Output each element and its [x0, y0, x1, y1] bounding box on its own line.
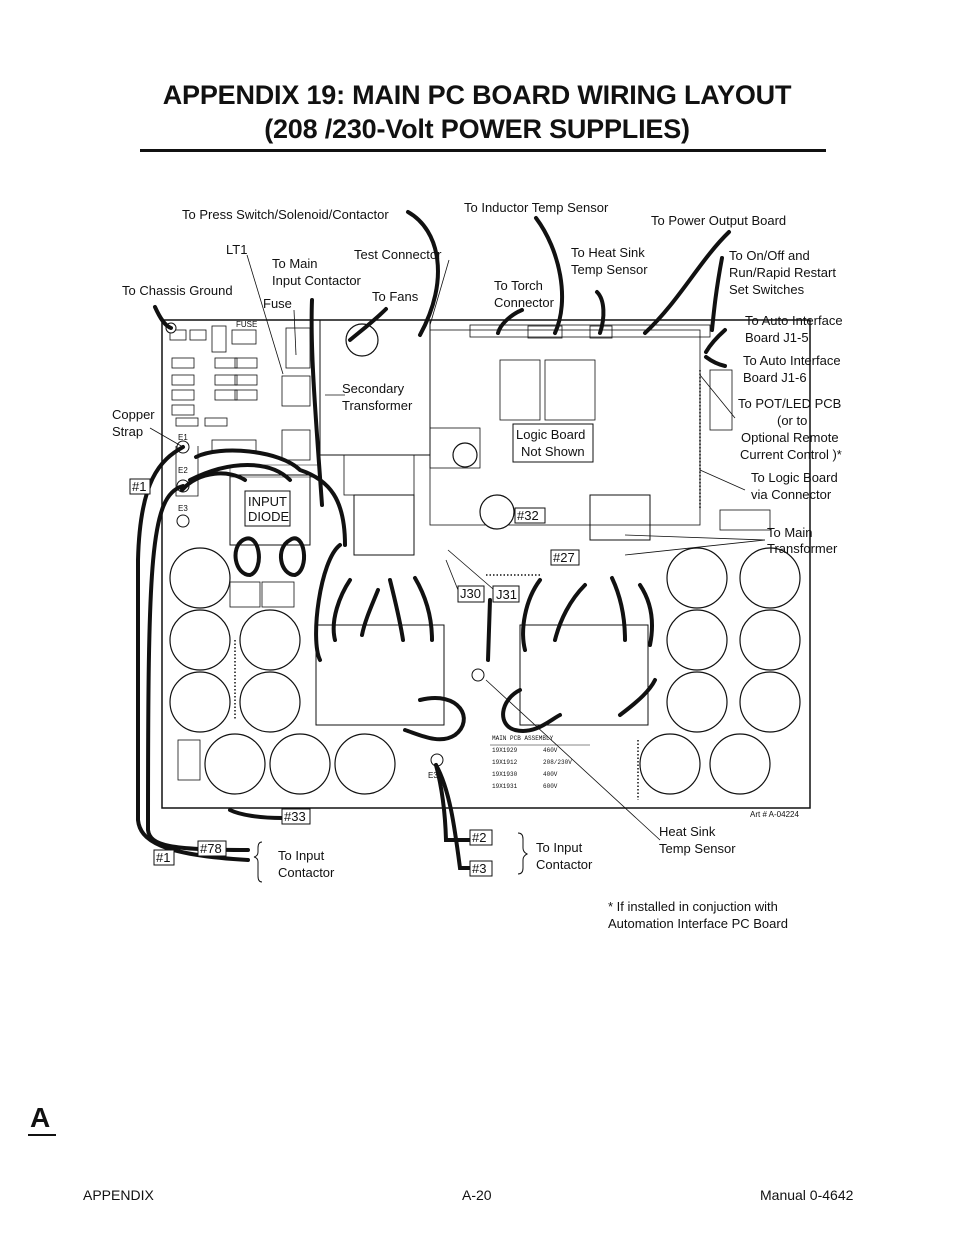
section-tab-letter: A — [30, 1102, 51, 1133]
label-auto-j15-2: Board J1-5 — [745, 330, 809, 345]
assembly-row-1-part: 19X1929 — [492, 747, 518, 754]
label-secondary-1: Secondary — [342, 381, 405, 396]
assembly-table: MAIN PCB ASSEMBLY 19X1929 460V 19X1912 2… — [490, 735, 590, 790]
label-main-contactor-2: Input Contactor — [272, 273, 362, 288]
label-hs-sensor-2: Temp Sensor — [659, 841, 736, 856]
label-input-contactor-left-2: Contactor — [278, 865, 335, 880]
input-diode-box — [244, 490, 291, 527]
assembly-row-4-volt: 600V — [543, 783, 558, 790]
page-title-line-1: APPENDIX 19: MAIN PC BOARD WIRING LAYOUT — [162, 80, 792, 110]
label-logic-conn-2: via Connector — [751, 487, 832, 502]
label-auto-j16-1: To Auto Interface — [743, 353, 841, 368]
assembly-row-2-volt: 208/230V — [543, 759, 572, 766]
assembly-row-3-part: 19X1930 — [492, 771, 518, 778]
label-main-contactor-1: To Main — [272, 256, 318, 271]
wire-78-box — [197, 840, 227, 857]
wire-1a-box — [129, 478, 151, 495]
label-pot-2: (or to — [777, 413, 807, 428]
label-input-contactor-left-1: To Input — [278, 848, 325, 863]
label-onoff-1: To On/Off and — [729, 248, 810, 263]
section-tab-underline — [28, 1134, 56, 1136]
label-logic-board-1: Logic Board — [516, 427, 585, 442]
label-wire-1a: #1 — [132, 479, 146, 494]
assembly-row-1-volt: 460V — [543, 747, 558, 754]
wire-27-box — [550, 549, 580, 566]
logic-board-box — [512, 423, 594, 463]
title-rule — [140, 149, 826, 152]
label-input-diode-2: DIODE — [248, 509, 290, 524]
label-inductor-temp: To Inductor Temp Sensor — [464, 200, 609, 215]
label-wire-1b: #1 — [156, 850, 170, 865]
mark-e1: E1 — [178, 433, 188, 442]
label-wire-32: #32 — [517, 508, 539, 523]
label-press-switch: To Press Switch/Solenoid/Contactor — [182, 207, 389, 222]
wire-32-box — [514, 507, 546, 524]
mark-fuse: FUSE — [236, 320, 257, 329]
wire-2-box — [469, 829, 493, 846]
assembly-row-4-part: 19X1931 — [492, 783, 518, 790]
assembly-row-3-volt: 400V — [543, 771, 558, 778]
label-torch-1: To Torch — [494, 278, 543, 293]
label-logic-board-2: Not Shown — [521, 444, 585, 459]
label-onoff-2: Run/Rapid Restart — [729, 265, 836, 280]
label-power-output: To Power Output Board — [651, 213, 786, 228]
label-wire-78: #78 — [200, 841, 222, 856]
footer-manual-number: Manual 0-4642 — [760, 1187, 854, 1203]
label-input-diode-1: INPUT — [248, 494, 287, 509]
igbt-module-right — [519, 624, 649, 726]
label-auto-j15-1: To Auto Interface — [745, 313, 843, 328]
label-chassis-ground: To Chassis Ground — [122, 283, 233, 298]
label-wire-33: #33 — [284, 809, 306, 824]
label-wire-3: #3 — [472, 861, 486, 876]
label-pot-4: Current Control )* — [740, 447, 842, 462]
wire-3-box — [469, 860, 493, 877]
label-main-xfmr-2: Transformer — [767, 541, 838, 556]
mark-e3: E3 — [178, 504, 188, 513]
input-diode-block — [229, 474, 311, 546]
mark-e33: E33 — [428, 771, 443, 780]
igbt-module-left — [315, 624, 445, 726]
label-j30: J30 — [460, 586, 481, 601]
label-copper-1: Copper — [112, 407, 155, 422]
footer-page-number: A-20 — [462, 1187, 492, 1203]
label-heat-sink-1: To Heat Sink — [571, 245, 645, 260]
label-hs-sensor-1: Heat Sink — [659, 824, 716, 839]
label-pot-3: Optional Remote — [741, 430, 839, 445]
j31-box — [492, 585, 520, 603]
label-secondary-2: Transformer — [342, 398, 413, 413]
label-auto-j16-2: Board J1-6 — [743, 370, 807, 385]
label-input-contactor-right-1: To Input — [536, 840, 583, 855]
label-torch-2: Connector — [494, 295, 555, 310]
label-fans: To Fans — [372, 289, 419, 304]
label-pot-1: To POT/LED PCB — [738, 396, 841, 411]
label-heat-sink-2: Temp Sensor — [571, 262, 648, 277]
label-fuse: Fuse — [263, 296, 292, 311]
label-art-number: Art # A-04224 — [750, 810, 799, 819]
label-wire-27: #27 — [553, 550, 575, 565]
label-logic-conn-1: To Logic Board — [751, 470, 838, 485]
label-copper-2: Strap — [112, 424, 143, 439]
label-j31: J31 — [496, 587, 517, 602]
footer-section: APPENDIX — [83, 1187, 154, 1203]
wire-1b-box — [153, 849, 175, 866]
label-footnote-2: Automation Interface PC Board — [608, 916, 788, 931]
assembly-row-2-part: 19X1912 — [492, 759, 518, 766]
mark-e2: E2 — [178, 466, 188, 475]
label-wire-2: #2 — [472, 830, 486, 845]
j30-box — [457, 585, 485, 603]
assembly-table-heading: MAIN PCB ASSEMBLY — [492, 735, 554, 742]
page-title-line-2: (208 /230-Volt POWER SUPPLIES) — [264, 114, 690, 144]
label-onoff-3: Set Switches — [729, 282, 805, 297]
wire-33-box — [281, 808, 311, 825]
label-footnote-1: * If installed in conjuction with — [608, 899, 778, 914]
label-test-connector: Test Connector — [354, 247, 442, 262]
label-input-contactor-right-2: Contactor — [536, 857, 593, 872]
label-lt1: LT1 — [226, 242, 247, 257]
label-main-xfmr-1: To Main — [767, 525, 813, 540]
